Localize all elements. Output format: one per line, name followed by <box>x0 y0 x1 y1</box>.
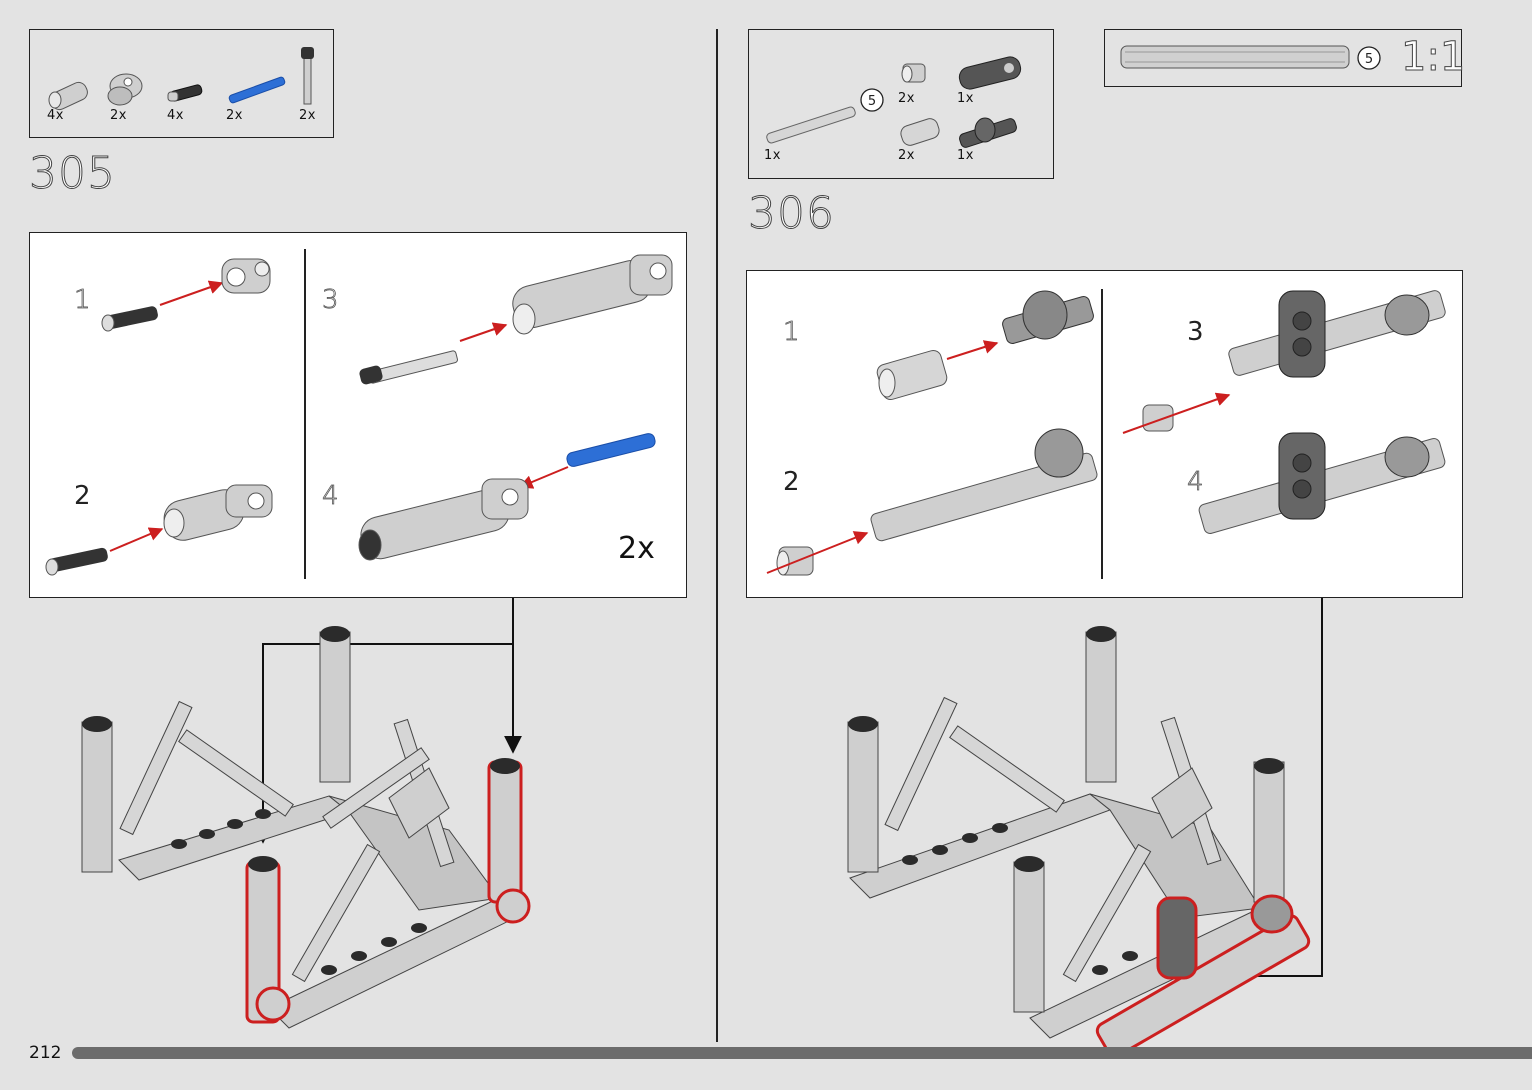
bush-icon <box>902 64 925 82</box>
bush-icon <box>1143 405 1173 431</box>
part-qty: 2x <box>110 108 127 123</box>
substeps-panel-305: 1 2 3 4 2x <box>29 232 687 598</box>
assembly-illustration-305 <box>29 598 729 1038</box>
vertical-column <box>82 716 112 872</box>
axle-5-icon <box>766 106 857 144</box>
step-number: 305 <box>29 148 116 199</box>
base-frame <box>119 796 519 1028</box>
connector-icon <box>160 485 272 544</box>
scale-ruler: 5 1:1 <box>1104 29 1462 87</box>
substeps-305-illustration <box>30 233 688 599</box>
pin-icon <box>46 547 109 575</box>
dark-connector-icon <box>1198 433 1447 535</box>
substeps-306-illustration <box>747 271 1464 599</box>
part-qty: 4x <box>167 108 184 123</box>
part-qty: 4x <box>47 108 64 123</box>
highlighted-column <box>489 758 529 922</box>
part-qty: 2x <box>898 91 915 106</box>
connector-icon <box>509 255 672 334</box>
dark-connector-icon <box>957 55 1022 91</box>
axle-with-stop-icon <box>358 350 458 385</box>
pin-connector-icon <box>222 259 270 293</box>
axle-connector-icon <box>875 349 948 402</box>
vertical-column <box>320 626 350 782</box>
part-qty: 2x <box>299 108 316 123</box>
parts-list-306: 5 1x 2x 1x 2x 1x <box>748 29 1054 179</box>
part-qty: 2x <box>226 108 243 123</box>
vertical-column <box>1086 626 1116 782</box>
vertical-column <box>848 716 878 872</box>
part-qty: 1x <box>957 91 974 106</box>
axle-joint-icon <box>1001 291 1095 345</box>
page-divider <box>716 29 718 1042</box>
dark-connector-icon <box>1227 289 1446 377</box>
part-qty: 1x <box>957 148 974 163</box>
vertical-column <box>1254 758 1284 902</box>
axle-joint-icon <box>958 117 1017 148</box>
axle-length-label: 5 <box>868 94 876 109</box>
axle-with-stop-icon <box>301 47 314 104</box>
scale-ratio: 1:1 <box>1401 34 1465 80</box>
connector-icon <box>357 479 528 563</box>
pin-connector-icon <box>108 74 142 105</box>
part-qty: 1x <box>764 148 781 163</box>
assembly-illustration-306 <box>840 598 1360 1038</box>
blue-axle-icon <box>228 76 285 103</box>
page-number: 212 <box>29 1043 61 1063</box>
highlighted-column <box>247 856 289 1022</box>
page-progress-bar <box>72 1047 1532 1059</box>
pin-icon <box>101 305 159 331</box>
base-frame <box>850 794 1280 1038</box>
ruler-length-label: 5 <box>1365 52 1373 67</box>
axle-5-icon <box>870 429 1099 542</box>
axle-connector-icon <box>899 117 941 148</box>
blue-axle-icon <box>566 432 657 467</box>
substeps-panel-306: 1 2 3 4 <box>746 270 1463 598</box>
part-qty: 2x <box>898 148 915 163</box>
step-number: 306 <box>748 188 835 239</box>
pin-icon <box>168 84 203 102</box>
parts-list-305: 4x 2x 4x 2x 2x <box>29 29 334 138</box>
vertical-column <box>1014 856 1044 1012</box>
